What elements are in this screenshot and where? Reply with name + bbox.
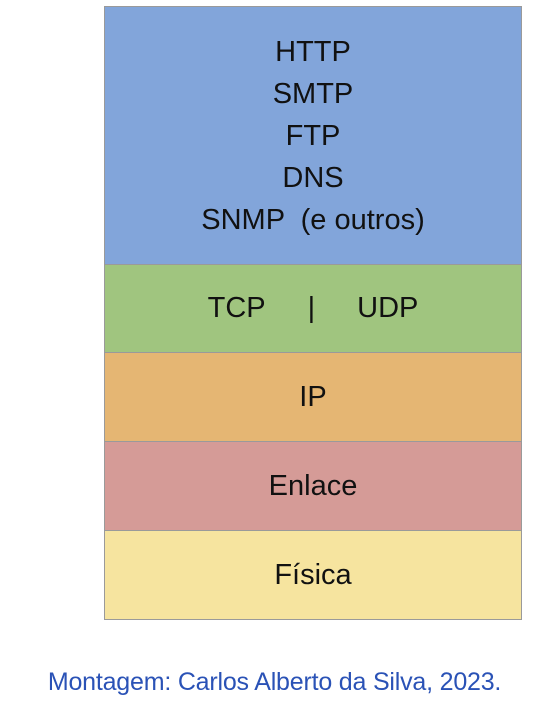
- physical-layer-label: Física: [274, 558, 352, 591]
- link-layer-label: Enlace: [268, 469, 358, 502]
- link-layer: Enlace: [105, 442, 521, 531]
- protocol-ftp: FTP: [285, 119, 341, 152]
- application-layer: HTTP SMTP FTP DNS SNMP (e outros): [105, 7, 521, 265]
- figure-caption: Montagem: Carlos Alberto da Silva, 2023.: [47, 668, 502, 696]
- transport-layer: TCP | UDP: [105, 265, 521, 353]
- physical-layer: Física: [105, 531, 521, 619]
- protocol-ip: IP: [299, 380, 327, 413]
- protocol-http: HTTP: [275, 35, 351, 68]
- protocol-snmp: SNMP (e outros): [201, 203, 425, 236]
- network-layer: IP: [105, 353, 521, 442]
- transport-separator: |: [307, 292, 316, 324]
- protocol-dns: DNS: [282, 161, 344, 194]
- protocol-smtp: SMTP: [272, 77, 354, 110]
- protocol-udp: UDP: [357, 292, 419, 324]
- protocol-tcp: TCP: [207, 292, 266, 324]
- protocol-stack-diagram: HTTP SMTP FTP DNS SNMP (e outros) TCP | …: [104, 6, 522, 620]
